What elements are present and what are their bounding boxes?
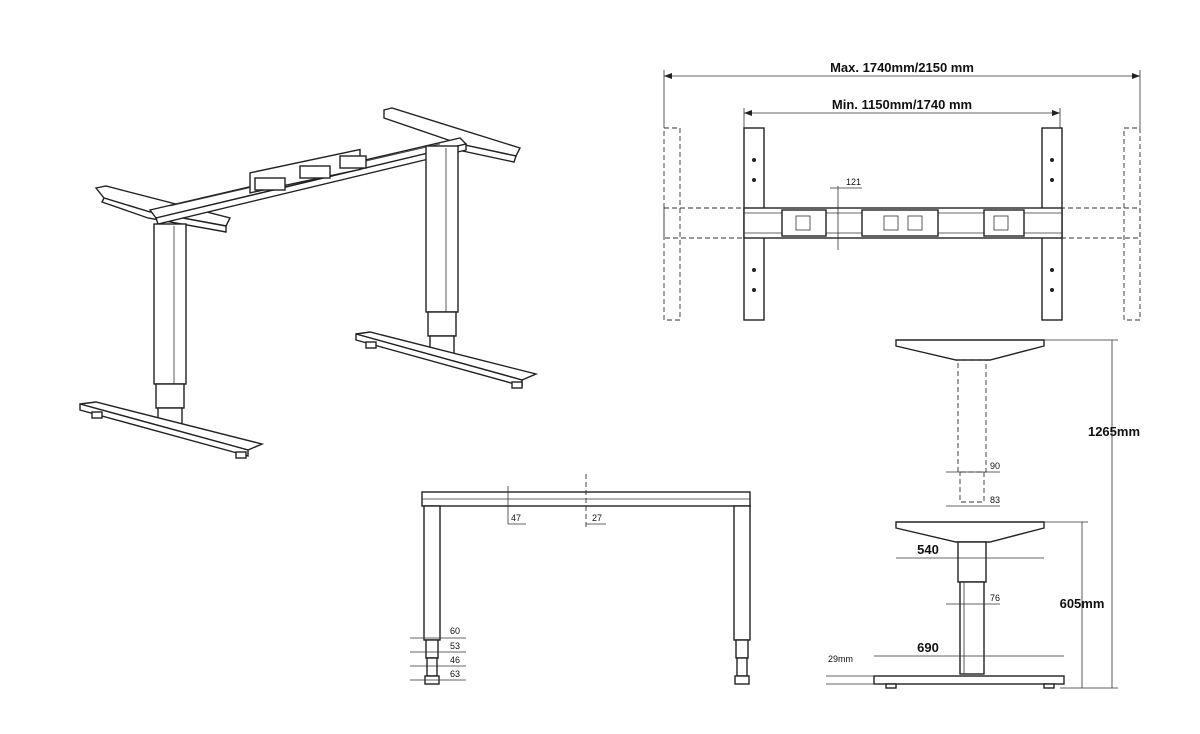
min-width-label: Min. 1150mm/1740 mm xyxy=(832,97,972,112)
front-view xyxy=(410,474,751,685)
bracket-540-label: 540 xyxy=(917,542,939,557)
beam-27-label: 27 xyxy=(592,513,602,523)
stage-46-label: 46 xyxy=(450,655,460,665)
foot-thickness-label: 29mm xyxy=(828,654,853,664)
stage-60-label: 60 xyxy=(450,626,460,636)
top-view xyxy=(663,70,1141,321)
stage-63-label: 63 xyxy=(450,669,460,679)
column-83-label: 83 xyxy=(990,495,1000,505)
max-width-label: Max. 1740mm/2150 mm xyxy=(830,60,974,75)
max-height-label: 1265mm xyxy=(1088,424,1140,439)
stage-53-label: 53 xyxy=(450,641,460,651)
column-76-label: 76 xyxy=(990,593,1000,603)
motor-gap-label: 121 xyxy=(846,177,861,187)
foot-690-label: 690 xyxy=(917,640,939,655)
column-90-label: 90 xyxy=(990,461,1000,471)
beam-47-label: 47 xyxy=(511,513,521,523)
side-view xyxy=(826,339,1118,689)
isometric-frame-view xyxy=(79,107,539,459)
min-height-label: 605mm xyxy=(1060,596,1105,611)
